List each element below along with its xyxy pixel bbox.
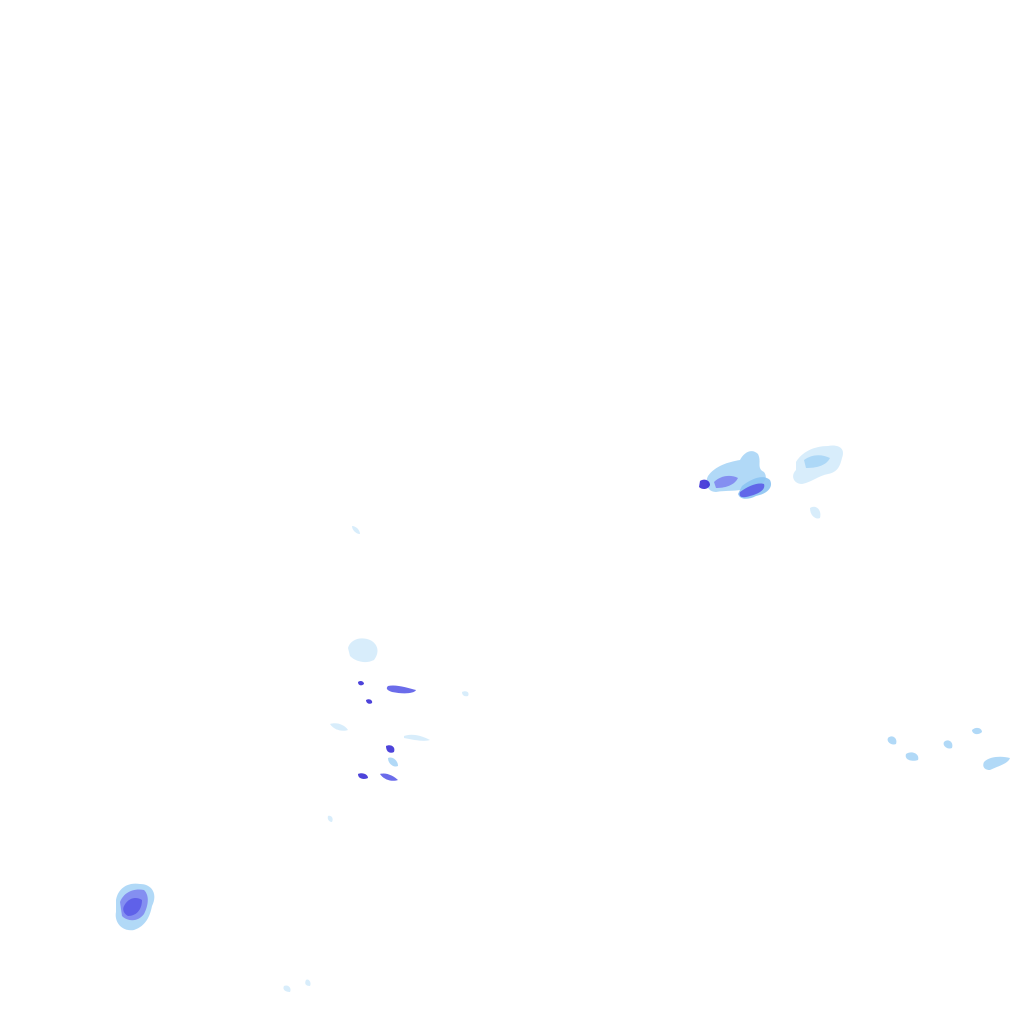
echo-blob — [366, 699, 373, 704]
echo-blob — [462, 691, 469, 697]
echo-southwest-cell — [115, 883, 155, 931]
echo-blob — [386, 685, 416, 694]
echo-northeast-cluster — [699, 451, 821, 519]
echo-blob — [330, 723, 348, 731]
echo-blob — [810, 506, 821, 519]
echo-blob — [305, 979, 311, 986]
echo-blob — [887, 736, 897, 745]
echo-blob — [804, 455, 830, 468]
echo-blob — [943, 740, 953, 749]
echo-blob — [123, 898, 142, 916]
echo-blob — [983, 756, 1010, 770]
echo-blob — [352, 526, 360, 534]
echo-blob — [386, 745, 395, 753]
echo-blob — [327, 815, 333, 822]
echo-blob — [358, 773, 368, 779]
echo-blob — [388, 757, 398, 767]
echo-blob — [739, 483, 765, 498]
echo-blob — [972, 727, 982, 735]
echo-blob — [358, 680, 364, 686]
echo-blob — [905, 752, 919, 761]
echo-blob — [404, 734, 430, 741]
echo-east-northeast-cluster — [793, 445, 844, 484]
echo-east-scattered — [887, 727, 1010, 770]
echo-central-scattered — [327, 526, 469, 822]
echo-blob — [714, 475, 738, 488]
echo-blob — [348, 638, 378, 663]
echo-blob — [699, 479, 710, 490]
echo-south-fragments — [283, 979, 311, 992]
echo-blob — [283, 985, 291, 992]
echo-blob — [380, 773, 398, 781]
